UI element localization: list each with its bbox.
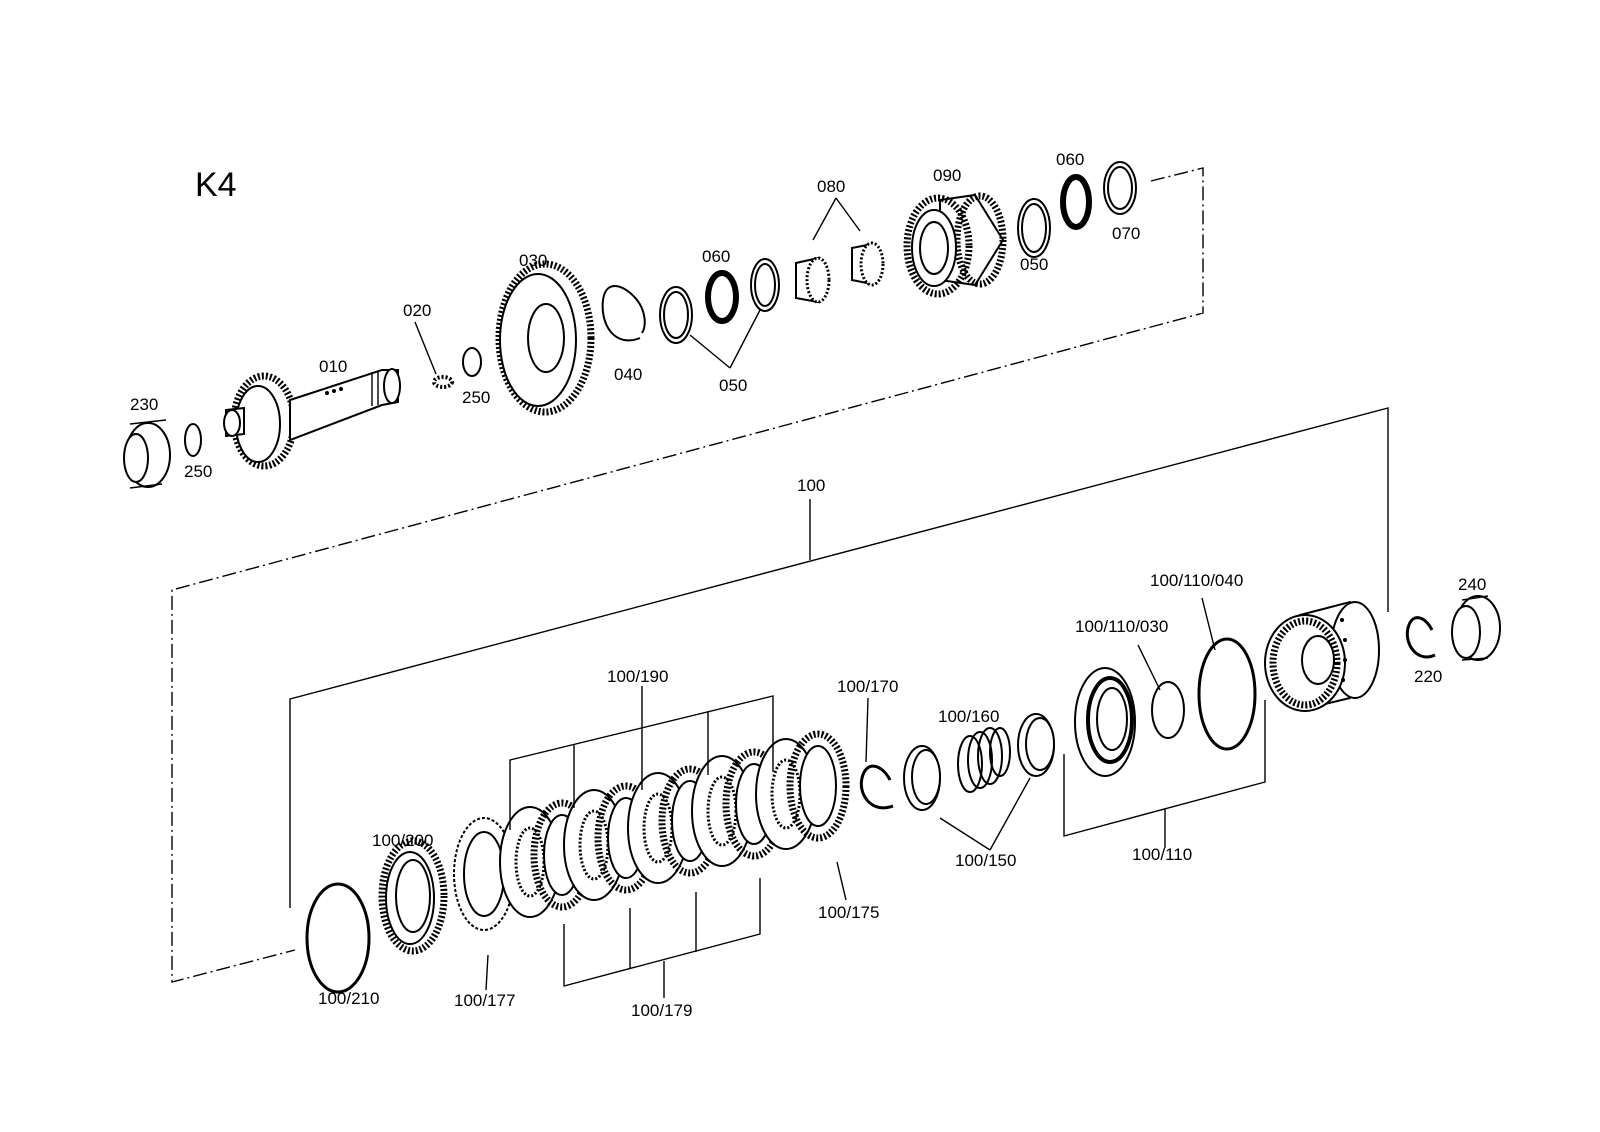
part-050-washer-a (659, 286, 693, 344)
leader-100-177 (485, 954, 489, 991)
part-030-gear (495, 260, 595, 416)
part-060-ring-b (1060, 174, 1092, 230)
part-100-150-washer-a (903, 745, 941, 811)
label-100-210: 100/210 (318, 989, 379, 1008)
part-050-washer-b (750, 258, 780, 312)
label-040: 040 (614, 365, 642, 384)
label-060-a: 060 (702, 247, 730, 266)
bracket-100-190 (509, 686, 774, 830)
part-100-160-spring (957, 727, 1011, 793)
diagram-title: K4 (195, 166, 237, 204)
part-100-150-washer-b (1017, 713, 1055, 777)
part-080-needle-bearing-b (851, 241, 885, 287)
part-050-washer-c (1017, 198, 1051, 258)
upper-leader-lines (414, 197, 861, 375)
label-100-177: 100/177 (454, 991, 515, 1010)
label-050-a: 050 (719, 376, 747, 395)
label-070: 070 (1112, 224, 1140, 243)
label-230: 230 (130, 395, 158, 414)
part-100-clutch-housing (1264, 600, 1380, 712)
part-250-ring-lower (184, 423, 202, 457)
part-100-175-plate (786, 730, 850, 842)
label-100-175: 100/175 (818, 903, 879, 922)
part-100-190-outer-plate-3 (627, 772, 689, 884)
label-100: 100 (797, 476, 825, 495)
part-010-shaft (223, 368, 401, 470)
part-060-ring-a (705, 270, 739, 324)
clutch-plate-stack (499, 730, 850, 918)
label-020: 020 (403, 301, 431, 320)
label-050-b: 050 (1020, 255, 1048, 274)
part-100-210-ring (305, 882, 371, 994)
bracket-100-110 (1063, 700, 1266, 848)
part-100-177-plate (453, 817, 515, 931)
part-070-washer (1103, 161, 1137, 215)
part-020-pin (432, 375, 454, 389)
part-080-needle-bearing-a (795, 256, 831, 304)
part-100-110-piston (1074, 667, 1136, 777)
label-250-upper: 250 (462, 388, 490, 407)
label-100-110-030: 100/110/030 (1075, 617, 1168, 636)
label-060-b: 060 (1056, 150, 1084, 169)
part-220-snap-ring (1405, 616, 1436, 659)
part-230-bearing (123, 419, 171, 489)
part-240-bearing (1451, 595, 1501, 661)
part-100-170-snap-ring (859, 764, 894, 810)
label-030: 030 (519, 251, 547, 270)
label-100-190: 100/190 (607, 667, 668, 686)
leader-100-170 (865, 697, 869, 763)
label-080: 080 (817, 177, 845, 196)
leader-100-175 (836, 861, 847, 901)
upper-boundary-line (171, 167, 1204, 983)
label-090: 090 (933, 166, 961, 185)
part-090-gear-hub (903, 192, 1007, 298)
label-100-160: 100/160 (938, 707, 999, 726)
bracket-100-179 (563, 878, 761, 998)
label-100-179: 100/179 (631, 1001, 692, 1020)
leader-100-110-040 (1201, 597, 1216, 651)
label-100-200: 100/200 (372, 831, 433, 850)
part-100-200-plate (378, 837, 448, 955)
leader-100-150 (939, 777, 1031, 851)
label-220: 220 (1414, 667, 1442, 686)
label-240: 240 (1458, 575, 1486, 594)
part-100-110-030-ring (1151, 681, 1185, 739)
label-100-170: 100/170 (837, 677, 898, 696)
part-040-circlip (601, 285, 646, 342)
part-100-190-outer-plate-4 (691, 755, 753, 867)
label-100-150: 100/150 (955, 851, 1016, 870)
label-010: 010 (319, 357, 347, 376)
leader-100-110-030 (1137, 644, 1161, 691)
bracket-100 (289, 407, 1389, 908)
part-250-ring-upper (462, 347, 482, 377)
label-100-110: 100/110 (1132, 845, 1192, 864)
label-100-110-040: 100/110/040 (1150, 571, 1243, 590)
label-250-lower: 250 (184, 462, 212, 481)
part-100-110-040-ring (1197, 637, 1257, 751)
